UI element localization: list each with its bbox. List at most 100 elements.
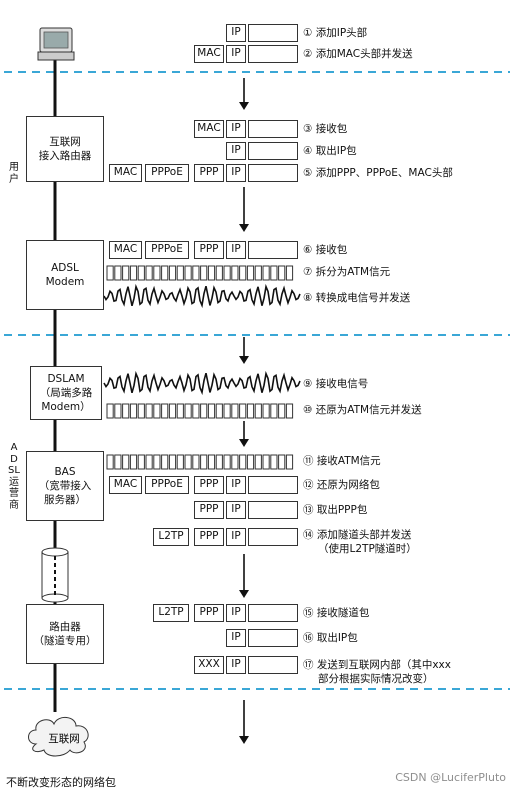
atm-cell	[114, 454, 122, 470]
atm-cell	[270, 454, 278, 470]
atm-cell	[176, 454, 184, 470]
atm-cell	[200, 403, 208, 419]
atm-cell	[168, 454, 177, 470]
atm-cell	[168, 265, 177, 281]
payload	[248, 656, 298, 674]
ip-header: IP	[226, 120, 246, 138]
atm-cell	[153, 265, 161, 281]
step-12: ⑫ 还原为网络包	[303, 479, 380, 491]
ppp-header: PPP	[194, 604, 224, 622]
step-4: ④ 取出IP包	[303, 145, 357, 157]
isp-side-label: ADSL运营商	[8, 442, 20, 511]
ip-header: IP	[226, 241, 246, 259]
atm-cell	[223, 265, 231, 281]
tunnel-router: 路由器 （隧道专用）	[26, 604, 104, 664]
node-label: （宽带接入	[38, 479, 92, 492]
flow-arrow-head	[239, 102, 249, 110]
atm-cell	[114, 265, 122, 281]
atm-cell	[278, 403, 286, 419]
payload	[248, 45, 298, 63]
atm-cell	[161, 403, 169, 419]
atm-cell	[231, 454, 239, 470]
payload	[248, 604, 298, 622]
ppp-header: PPP	[194, 528, 224, 546]
atm-cell	[192, 265, 200, 281]
atm-cell	[137, 403, 145, 419]
atm-cell	[254, 454, 262, 470]
atm-cell	[114, 403, 122, 419]
atm-cell	[176, 403, 184, 419]
atm-cell	[254, 403, 262, 419]
atm-cell	[270, 403, 278, 419]
node-label: （隧道专用）	[33, 635, 97, 647]
atm-cell	[122, 454, 130, 470]
atm-cell	[161, 265, 169, 281]
atm-cell	[122, 403, 130, 419]
atm-cell	[184, 265, 192, 281]
mac-header: MAC	[109, 476, 142, 494]
atm-cell	[153, 454, 161, 470]
payload	[248, 24, 298, 42]
node-label: 接入路由器	[38, 150, 92, 162]
ppp-header: PPP	[194, 501, 224, 519]
step-5: ⑤ 添加PPP、PPPoE、MAC头部	[303, 167, 453, 179]
step-8: ⑧ 转换成电信号并发送	[303, 292, 411, 304]
step-10: ⑩ 还原为ATM信元并发送	[303, 404, 422, 416]
payload	[248, 629, 298, 647]
atm-cell	[262, 403, 270, 419]
atm-cell	[145, 403, 153, 419]
flow-arrow-head	[239, 590, 249, 598]
step-16: ⑯ 取出IP包	[303, 632, 358, 644]
bas: BAS （宽带接入 服务器）	[26, 451, 104, 521]
atm-cell	[239, 265, 247, 281]
atm-cell	[254, 265, 262, 281]
flow-arrow-head	[239, 736, 249, 744]
atm-cell	[137, 265, 145, 281]
flow-arrow-head	[239, 224, 249, 232]
step-14-note: （使用L2TP隧道时）	[318, 543, 417, 555]
ip-header: IP	[226, 604, 246, 622]
ip-header: IP	[226, 629, 246, 647]
step-9: ⑨ 接收电信号	[303, 378, 369, 390]
step-15: ⑮ 接收隧道包	[303, 607, 370, 619]
step-2: ② 添加MAC头部并发送	[303, 48, 413, 60]
payload	[248, 142, 298, 160]
mac-header: MAC	[194, 120, 224, 138]
ip-header: IP	[226, 501, 246, 519]
atm-cell	[215, 454, 223, 470]
l2tp-header: L2TP	[153, 604, 189, 622]
atm-cell	[200, 265, 208, 281]
step-11: ⑪ 接收ATM信元	[303, 455, 381, 467]
atm-cell	[231, 265, 239, 281]
atm-cell	[239, 454, 247, 470]
atm-cell	[129, 454, 138, 470]
internet-access-router: 互联网 接入路由器	[26, 116, 104, 182]
payload	[248, 164, 298, 182]
ppp-header: PPP	[194, 164, 224, 182]
atm-cell	[153, 403, 161, 419]
atm-cell	[285, 454, 294, 470]
computer-base-icon	[37, 51, 75, 61]
electric-signal-wave	[103, 283, 301, 309]
electric-signal-wave	[103, 370, 301, 396]
node-label: DSLAM	[47, 372, 85, 385]
atm-cell	[192, 454, 200, 470]
adsl-modem: ADSL Modem	[26, 240, 104, 310]
step-7: ⑦ 拆分为ATM信元	[303, 266, 391, 278]
user-side-label: 用户	[9, 162, 19, 185]
payload	[248, 241, 298, 259]
atm-cell	[184, 454, 192, 470]
node-label: Modem）	[41, 401, 91, 414]
atm-cell	[262, 454, 270, 470]
atm-cell	[246, 454, 255, 470]
step-14: ⑭ 添加隧道头部并发送	[303, 529, 412, 541]
atm-cell	[270, 265, 278, 281]
mac-header: MAC	[194, 45, 224, 63]
tunnel-cylinder-bottom	[41, 593, 69, 603]
atm-cell	[223, 454, 231, 470]
ip-header: IP	[226, 476, 246, 494]
ip-header: IP	[226, 45, 246, 63]
payload	[248, 528, 298, 546]
step-6: ⑥ 接收包	[303, 244, 348, 256]
atm-cell	[223, 403, 231, 419]
